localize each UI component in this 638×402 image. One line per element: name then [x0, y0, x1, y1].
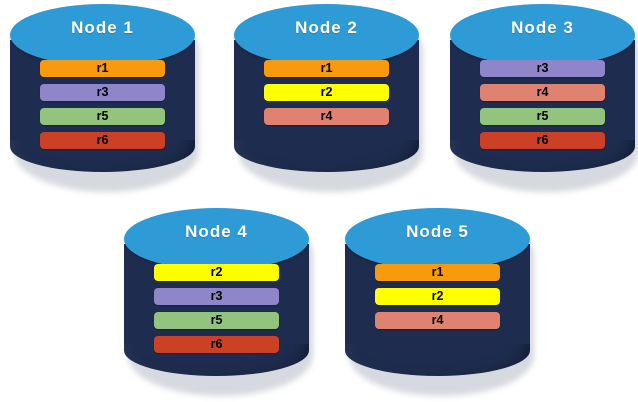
replica-bar-r6[interactable]: r6 — [480, 132, 605, 149]
database-node-4: Node 4 r2 r3 r5 r6 — [124, 208, 313, 396]
replica-bar-r2[interactable]: r2 — [154, 264, 279, 281]
database-node-1: Node 1 r1 r3 r5 r6 — [10, 4, 199, 192]
cylinder-top — [10, 4, 195, 66]
node-label: Node 5 — [406, 222, 469, 241]
replica-bar-r4[interactable]: r4 — [375, 312, 500, 329]
replica-bar-r4[interactable]: r4 — [264, 108, 389, 125]
replica-bar-r6[interactable]: r6 — [40, 132, 165, 149]
replica-bar-r1[interactable]: r1 — [40, 60, 165, 77]
database-node-3: Node 3 r3 r4 r5 r6 — [450, 4, 638, 192]
database-node-5: Node 5 r1 r2 r4 — [345, 208, 534, 396]
database-node-2: Node 2 r1 r2 r4 — [234, 4, 423, 192]
replica-bar-r3[interactable]: r3 — [40, 84, 165, 101]
replica-list: r1 r2 r4 — [375, 264, 500, 329]
replica-list: r3 r4 r5 r6 — [480, 60, 605, 149]
replica-bar-r2[interactable]: r2 — [375, 288, 500, 305]
replica-bar-r5[interactable]: r5 — [40, 108, 165, 125]
cylinder-top — [124, 208, 309, 270]
replica-bar-r1[interactable]: r1 — [375, 264, 500, 281]
replica-list: r1 r2 r4 — [264, 60, 389, 125]
replica-bar-r4[interactable]: r4 — [480, 84, 605, 101]
replica-bar-r2[interactable]: r2 — [264, 84, 389, 101]
cylinder-top — [234, 4, 419, 66]
replica-list: r1 r3 r5 r6 — [40, 60, 165, 149]
node-label: Node 1 — [71, 18, 134, 37]
node-label: Node 2 — [295, 18, 358, 37]
replica-bar-r1[interactable]: r1 — [264, 60, 389, 77]
cylinder-top — [450, 4, 635, 66]
replica-bar-r6[interactable]: r6 — [154, 336, 279, 353]
node-label: Node 4 — [185, 222, 248, 241]
replica-bar-r3[interactable]: r3 — [154, 288, 279, 305]
replica-bar-r5[interactable]: r5 — [154, 312, 279, 329]
replica-bar-r3[interactable]: r3 — [480, 60, 605, 77]
replica-bar-r5[interactable]: r5 — [480, 108, 605, 125]
cylinder-top — [345, 208, 530, 270]
replica-list: r2 r3 r5 r6 — [154, 264, 279, 353]
node-label: Node 3 — [511, 18, 574, 37]
